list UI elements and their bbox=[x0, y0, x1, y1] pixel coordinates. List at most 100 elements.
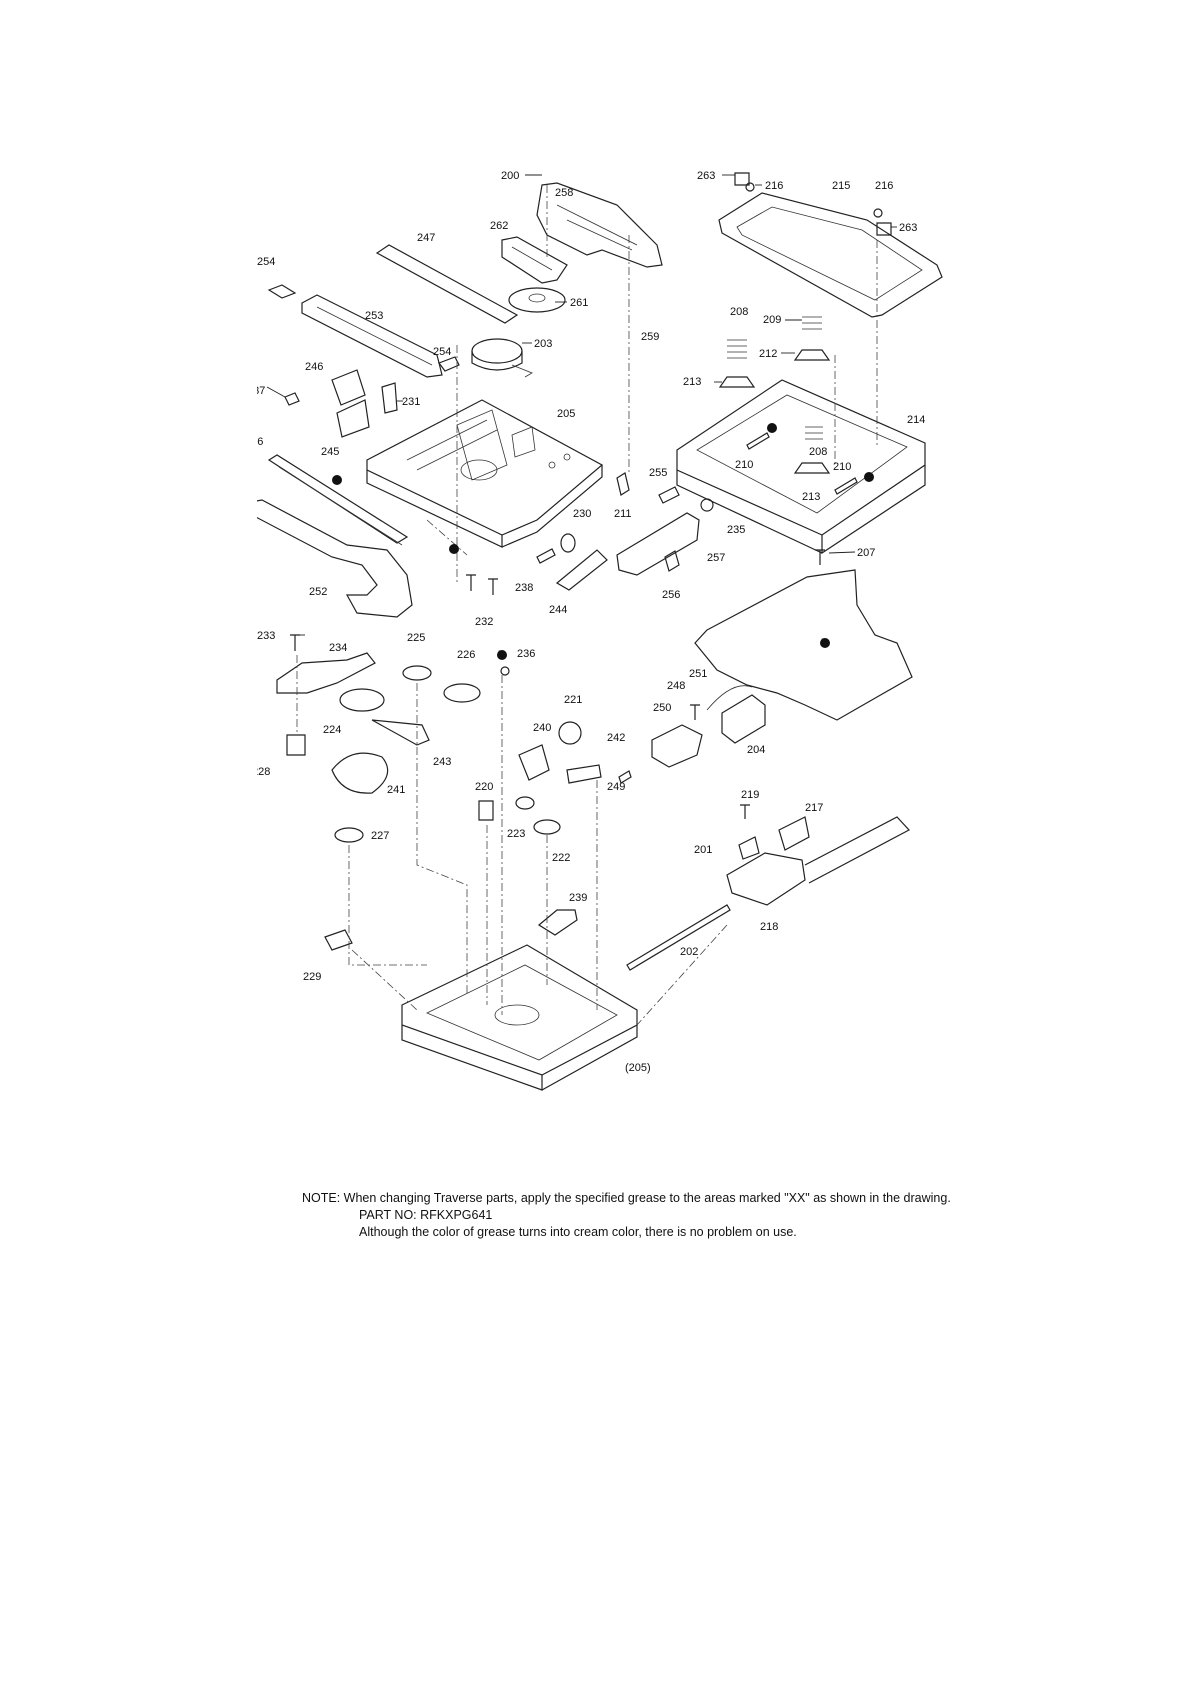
gear-220 bbox=[478, 800, 494, 821]
pickup-holder-262 bbox=[501, 236, 568, 284]
part-label-l250: 250 bbox=[653, 702, 671, 714]
motor-204 bbox=[706, 685, 766, 744]
spring-209 bbox=[802, 316, 822, 330]
main-frame-214 bbox=[676, 379, 926, 555]
pin-210b bbox=[834, 477, 858, 495]
screw-232a bbox=[466, 574, 476, 591]
pin-236 bbox=[500, 666, 510, 676]
part-label-l263a: 263 bbox=[697, 170, 715, 182]
part-label-l208a: 208 bbox=[730, 306, 748, 318]
part-label-l213a: 213 bbox=[683, 376, 701, 388]
part-label-l224: 224 bbox=[323, 724, 341, 736]
spring-256 bbox=[664, 550, 680, 572]
bracket-250 bbox=[651, 724, 703, 768]
part-label-l246: 246 bbox=[305, 361, 323, 373]
sheet-strip-247 bbox=[375, 244, 519, 324]
holder-213a bbox=[718, 376, 756, 388]
part-label-l259: 259 bbox=[641, 331, 659, 343]
part-label-l249: 249 bbox=[607, 781, 625, 793]
part-label-l232: 232 bbox=[475, 616, 493, 628]
bracket-240 bbox=[518, 744, 550, 781]
lever-242 bbox=[566, 764, 602, 784]
part-label-l210b: 210 bbox=[833, 461, 851, 473]
bracket-246 bbox=[331, 369, 366, 406]
flex-cable-252 bbox=[257, 499, 413, 618]
part-label-l242: 242 bbox=[607, 732, 625, 744]
part-label-l204: 204 bbox=[747, 744, 765, 756]
part-label-l210a: 210 bbox=[735, 459, 753, 471]
part-label-l222: 222 bbox=[552, 852, 570, 864]
leader-lines bbox=[266, 174, 897, 636]
gear-225 bbox=[402, 665, 432, 681]
part-label-l241: 241 bbox=[387, 784, 405, 796]
lever-243 bbox=[371, 719, 430, 746]
gear-229 bbox=[324, 929, 353, 951]
part-label-l247: 247 bbox=[417, 232, 435, 244]
slider-257 bbox=[616, 512, 700, 576]
spindle-motor-203 bbox=[471, 338, 533, 378]
part-label-l237: 237 bbox=[257, 385, 265, 397]
spring-211 bbox=[616, 472, 630, 496]
spring-208b bbox=[805, 426, 823, 440]
note-line-1: NOTE: When changing Traverse parts, appl… bbox=[302, 1191, 951, 1205]
traverse-chassis-205 bbox=[366, 399, 604, 548]
bracket-234 bbox=[276, 652, 376, 694]
part-label-l211: 211 bbox=[614, 508, 632, 520]
holder-213b bbox=[793, 462, 831, 474]
lever-239 bbox=[537, 909, 578, 936]
part-label-mA3: A bbox=[865, 471, 873, 483]
part-label-l223: 223 bbox=[507, 828, 525, 840]
part-label-l226: 226 bbox=[457, 649, 475, 661]
exploded-view-diagram: 2002582632162152162632622472542612592532… bbox=[257, 170, 943, 1091]
part-255 bbox=[658, 486, 680, 504]
pin-254a bbox=[267, 284, 297, 299]
part-label-l233: 233 bbox=[257, 630, 275, 642]
gear-222 bbox=[533, 819, 561, 835]
pin-210a bbox=[746, 432, 770, 450]
part-label-l256: 256 bbox=[662, 589, 680, 601]
gear-230 bbox=[560, 533, 576, 553]
part-label-l206: 206 bbox=[257, 436, 263, 448]
optical-pickup-218 bbox=[726, 816, 910, 906]
screw-248 bbox=[690, 704, 700, 720]
part-label-l219: 219 bbox=[741, 789, 759, 801]
lever-231 bbox=[381, 382, 398, 414]
spring-237 bbox=[284, 392, 300, 406]
part-label-l251: 251 bbox=[689, 668, 707, 680]
part-label-l200: 200 bbox=[501, 170, 519, 182]
top-cover-215 bbox=[718, 192, 943, 318]
slide-bar-253 bbox=[301, 294, 443, 378]
part-label-l238: 238 bbox=[515, 582, 533, 594]
part-label-mA2: A bbox=[450, 543, 458, 555]
part-label-l217: 217 bbox=[805, 802, 823, 814]
pin-254b bbox=[438, 356, 460, 372]
bracket-245 bbox=[336, 399, 370, 438]
part-label-l253: 253 bbox=[365, 310, 383, 322]
part-label-l240: 240 bbox=[533, 722, 551, 734]
part-label-l245: 245 bbox=[321, 446, 339, 458]
part-label-l218: 218 bbox=[760, 921, 778, 933]
holder-201 bbox=[738, 836, 760, 860]
cam-241 bbox=[331, 752, 389, 794]
spring-238 bbox=[536, 548, 556, 564]
screw-219 bbox=[740, 804, 750, 819]
part-label-l202: 202 bbox=[680, 946, 698, 958]
part-label-l261: 261 bbox=[570, 297, 588, 309]
gear-223 bbox=[515, 796, 535, 810]
part-label-l227: 227 bbox=[371, 830, 389, 842]
part-label-l221: 221 bbox=[564, 694, 582, 706]
part-label-l244: 244 bbox=[549, 604, 567, 616]
note-line-3: Although the color of grease turns into … bbox=[359, 1225, 797, 1239]
chassis-205-bottom bbox=[401, 944, 638, 1091]
circuit-board bbox=[694, 569, 913, 721]
part-label-l205: 205 bbox=[557, 408, 575, 420]
gear-224 bbox=[339, 688, 385, 712]
part-label-mA1: A bbox=[333, 474, 341, 486]
part-label-l213b: 213 bbox=[802, 491, 820, 503]
rail-206 bbox=[267, 454, 409, 546]
part-label-l255: 255 bbox=[649, 467, 667, 479]
grease-note: NOTE: When changing Traverse parts, appl… bbox=[302, 1190, 951, 1241]
clamper-disc-261 bbox=[508, 287, 566, 313]
part-label-l220: 220 bbox=[475, 781, 493, 793]
